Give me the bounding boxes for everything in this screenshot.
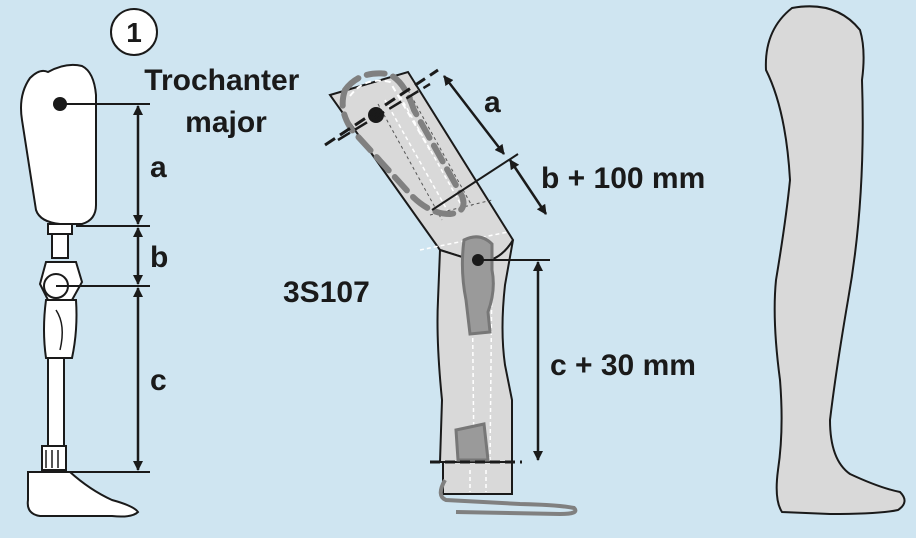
label-b: b bbox=[150, 241, 168, 274]
label-c: c bbox=[150, 364, 167, 397]
knee-frame bbox=[43, 299, 78, 359]
distal-sleeve bbox=[442, 461, 513, 495]
knee-joint-gray bbox=[460, 235, 495, 336]
step-badge: 1 bbox=[110, 8, 158, 56]
natural-leg bbox=[764, 5, 906, 516]
right-leg-silhouette bbox=[764, 5, 906, 516]
dot-marker-icon bbox=[368, 107, 384, 123]
model-label: 3S107 bbox=[283, 276, 370, 309]
ankle-adapter-gray bbox=[454, 422, 490, 462]
circle-number-icon bbox=[110, 8, 158, 56]
left-prosthesis: a b c bbox=[20, 63, 168, 518]
shank-cosmetic bbox=[436, 239, 514, 463]
knee-frame-detail bbox=[55, 309, 63, 351]
trochanter-label: Trochanter major bbox=[144, 64, 307, 139]
socket-end-line bbox=[431, 153, 519, 211]
inner-guide-lines bbox=[384, 95, 509, 492]
label-a: a bbox=[150, 151, 167, 184]
socket bbox=[20, 63, 97, 225]
label-b-plus-100: b + 100 mm bbox=[541, 162, 705, 195]
foot-outline bbox=[438, 479, 578, 517]
knee-upper-tube bbox=[51, 233, 69, 259]
foot bbox=[26, 471, 140, 518]
dimension-arrow-b bbox=[508, 159, 548, 215]
label-a: a bbox=[484, 86, 501, 119]
socket-outline-dashed bbox=[339, 70, 467, 218]
step-number: 1 bbox=[126, 17, 142, 48]
top-cut-line bbox=[324, 68, 439, 147]
label-c-plus-30: c + 30 mm bbox=[550, 349, 696, 382]
socket-highlight-dashed bbox=[349, 79, 431, 151]
dimension-arrow-a bbox=[443, 75, 505, 155]
socket-adapter bbox=[47, 223, 73, 235]
center-prosthesis: 3S107 a b + 100 mm c + 30 mm bbox=[283, 68, 705, 517]
top-cut-line-2 bbox=[337, 82, 431, 142]
pylon-tube bbox=[47, 357, 65, 447]
